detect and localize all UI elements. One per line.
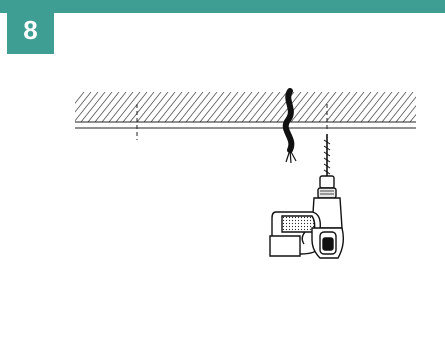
hatch-line (262, 92, 288, 122)
hatch-line (108, 92, 134, 122)
hatch-line (94, 92, 120, 122)
hatch-line (75, 92, 99, 122)
hatch-line (87, 92, 113, 122)
hatch-line (311, 92, 337, 122)
hatch-line (122, 92, 148, 122)
hatch-line (234, 92, 260, 122)
hatch-line (213, 92, 239, 122)
hatch-line (332, 92, 358, 122)
hatch-line (255, 92, 281, 122)
hatch-line (290, 92, 316, 122)
hatch-line (136, 92, 162, 122)
hatch-line (206, 92, 232, 122)
hatch-line (325, 92, 351, 122)
ceiling-hatch-icon (75, 92, 445, 140)
hatch-line (185, 92, 211, 122)
hatch-line (360, 92, 386, 122)
hatch-line (115, 92, 141, 122)
hatch-line (367, 92, 393, 122)
hidden-cable-icon (282, 88, 297, 164)
step-number-badge: 8 (7, 7, 54, 54)
hatch-line (304, 92, 330, 122)
drill-icon (269, 134, 345, 259)
hatch-line (381, 92, 407, 122)
hatch-line (417, 92, 441, 122)
hatch-line (346, 92, 372, 122)
hatch-line (157, 92, 183, 122)
hatch-line (339, 92, 365, 122)
hatch-line (241, 92, 267, 122)
hatch-line (75, 92, 92, 113)
hatch-line (227, 92, 253, 122)
hatch-line (129, 92, 155, 122)
hatch-line (75, 92, 85, 104)
hatch-line (297, 92, 323, 122)
hatch-line (402, 105, 416, 122)
hatch-line (318, 92, 344, 122)
hatch-line (388, 92, 414, 122)
hatch-line (424, 92, 445, 122)
hatch-line (101, 92, 127, 122)
hatch-line (409, 113, 416, 122)
hatch-line (178, 92, 204, 122)
hatch-line (150, 92, 176, 122)
hatch-line (220, 92, 246, 122)
hatch-line (192, 92, 218, 122)
hatch-line (164, 92, 190, 122)
hatch-line (199, 92, 225, 122)
hatch-line (248, 92, 274, 122)
hatch-line (171, 92, 197, 122)
hatch-line (143, 92, 169, 122)
hatch-line (395, 96, 416, 122)
hatch-line (374, 92, 400, 122)
header-accent-bar (0, 0, 445, 13)
hatch-line (353, 92, 379, 122)
hatch-line (80, 92, 106, 122)
